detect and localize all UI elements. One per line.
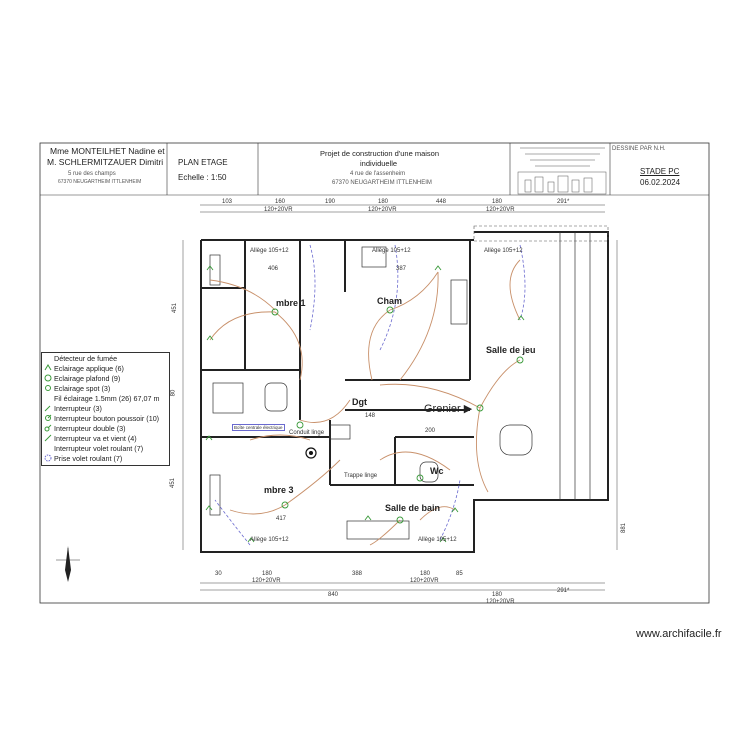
room-chambre: Cham (377, 296, 403, 306)
dim-top-4b: 120+20VR (368, 207, 397, 213)
width-387: 387 (396, 266, 407, 272)
dim-bottom-3: 388 (352, 571, 363, 577)
room-wc: Wc (430, 466, 444, 476)
project-line1: Projet de construction d'une maison (320, 149, 440, 158)
dim-right-1: 881 (621, 522, 628, 534)
dimension-lines (182, 204, 618, 591)
legend-item-spot: Eclairage spot (3) (45, 384, 110, 393)
room-salle-de-bain: Salle de bain (385, 503, 441, 513)
project-line3: 4 rue de l'assenheim (350, 171, 406, 177)
legend-item-wire: Fil éclairage 1.5mm (26) 67,07 m (54, 394, 160, 403)
sheet-frame (39, 142, 710, 604)
room-salle-de-jeu: Salle de jeu (486, 345, 536, 355)
dim-left-2: 80 (170, 389, 177, 397)
project-line2: individuelle (360, 159, 398, 168)
owners-line1: Mme MONTEILHET Nadine et (50, 146, 165, 156)
two-way-switch-icon (44, 434, 52, 442)
dim-bottom-6: 291* (557, 588, 570, 594)
plan-scale: Echelle : 1:50 (178, 173, 227, 182)
dim-top-6: 180 (492, 199, 503, 205)
legend-box: Détecteur de fumée Eclairage applique (6… (41, 352, 170, 466)
drawn-by: DESSINE PAR N.H. (612, 146, 666, 152)
plan-title: PLAN ETAGE (178, 158, 228, 167)
north-arrow-icon (56, 546, 80, 582)
dim-bottom-total: 840 (328, 592, 339, 598)
dim-top-2: 160 (275, 199, 286, 205)
dim-top-4: 180 (378, 199, 389, 205)
dim-top-3: 190 (325, 199, 336, 205)
owners-line2: M. SCHLERMITZAUER Dimitri (47, 157, 164, 167)
width-406: 406 (268, 266, 279, 272)
dim-bottom-2: 180 (262, 571, 273, 577)
owners-line3: 5 rue des champs (68, 171, 116, 177)
allege-label-d: Allège 105+12 (250, 537, 289, 543)
width-200: 200 (425, 428, 436, 434)
double-switch-icon (44, 424, 52, 432)
dim-top-5: 448 (436, 199, 447, 205)
project-line4: 67370 NEUGARTHEIM ITTLENHEIM (332, 180, 432, 186)
dim-top-2b: 120+20VR (264, 207, 293, 213)
room-grenier: Grenier ▶ (424, 403, 473, 415)
owners-line4: 67370 NEUGARTHEIM ITTLENHEIM (58, 179, 142, 185)
dim-left-1: 451 (172, 302, 179, 314)
dim-bottom-7b: 120+20VR (486, 599, 515, 605)
dim-bottom-5: 85 (456, 571, 463, 577)
watermark-text: www.archifacile.fr (636, 628, 722, 640)
legend-item-two-way: Interrupteur va et vient (4) (44, 434, 137, 443)
lighting-wires (209, 259, 521, 546)
furniture (209, 232, 591, 540)
width-148: 148 (365, 413, 376, 419)
dim-top-6b: 120+20VR (486, 207, 515, 213)
legend-item-ceiling-light: Eclairage plafond (9) (44, 374, 120, 383)
ceiling-light-icon (44, 374, 52, 382)
room-chambre3: mbre 3 (264, 485, 294, 495)
push-switch-icon (45, 414, 52, 421)
allege-label-c: Allège 105+12 (484, 248, 523, 254)
spot-light-icon (45, 385, 51, 391)
dim-bottom-7: 180 (492, 592, 503, 598)
legend-item-wall-light: Eclairage applique (6) (44, 364, 124, 373)
legend-item-smoke: Détecteur de fumée (54, 354, 118, 363)
switch-icon (44, 405, 51, 412)
allege-label-e: Allège 105+12 (418, 537, 457, 543)
electrical-symbols (205, 265, 525, 543)
shutter-control-lines (214, 244, 526, 546)
trappe-linge-label: Trappe linge (344, 473, 378, 479)
stage-date: 06.02.2024 (640, 178, 681, 187)
legend-item-shutter-switch: Interrupteur volet roulant (7) (54, 444, 144, 453)
width-417: 417 (276, 516, 287, 522)
stage-label: STADE PC (640, 167, 680, 176)
room-chambre1: mbre 1 (276, 298, 306, 308)
dim-bottom-4b: 120+20VR (410, 578, 439, 584)
allege-label-a: Allège 105+12 (250, 248, 289, 254)
wall-light-icon (44, 364, 52, 371)
dim-bottom-2b: 120+20VR (252, 578, 281, 584)
dim-top-7: 291* (557, 199, 570, 205)
dim-bottom-4: 180 (420, 571, 431, 577)
dim-bottom-1: 30 (215, 571, 222, 577)
conduit-linge-label: Conduit linge (289, 430, 325, 436)
electrical-box-label: Boîte centrale électrique (232, 424, 285, 431)
smoke-detector-icon (305, 447, 317, 459)
room-dgt: Dgt (352, 397, 367, 407)
legend-item-double-switch: Interrupteur double (3) (44, 424, 126, 433)
roof-outline (473, 225, 609, 242)
dim-left-3: 451 (170, 477, 177, 489)
shutter-socket-icon (44, 454, 52, 462)
legend-item-shutter-socket: Prise volet roulant (7) (44, 454, 122, 463)
legend-item-push-switch: Interrupteur bouton poussoir (10) (45, 414, 159, 423)
legend-item-switch: Interrupteur (3) (44, 404, 102, 413)
dim-top-1: 103 (222, 199, 233, 205)
allege-label-b: Allège 105+12 (372, 248, 411, 254)
company-logo (517, 147, 607, 195)
